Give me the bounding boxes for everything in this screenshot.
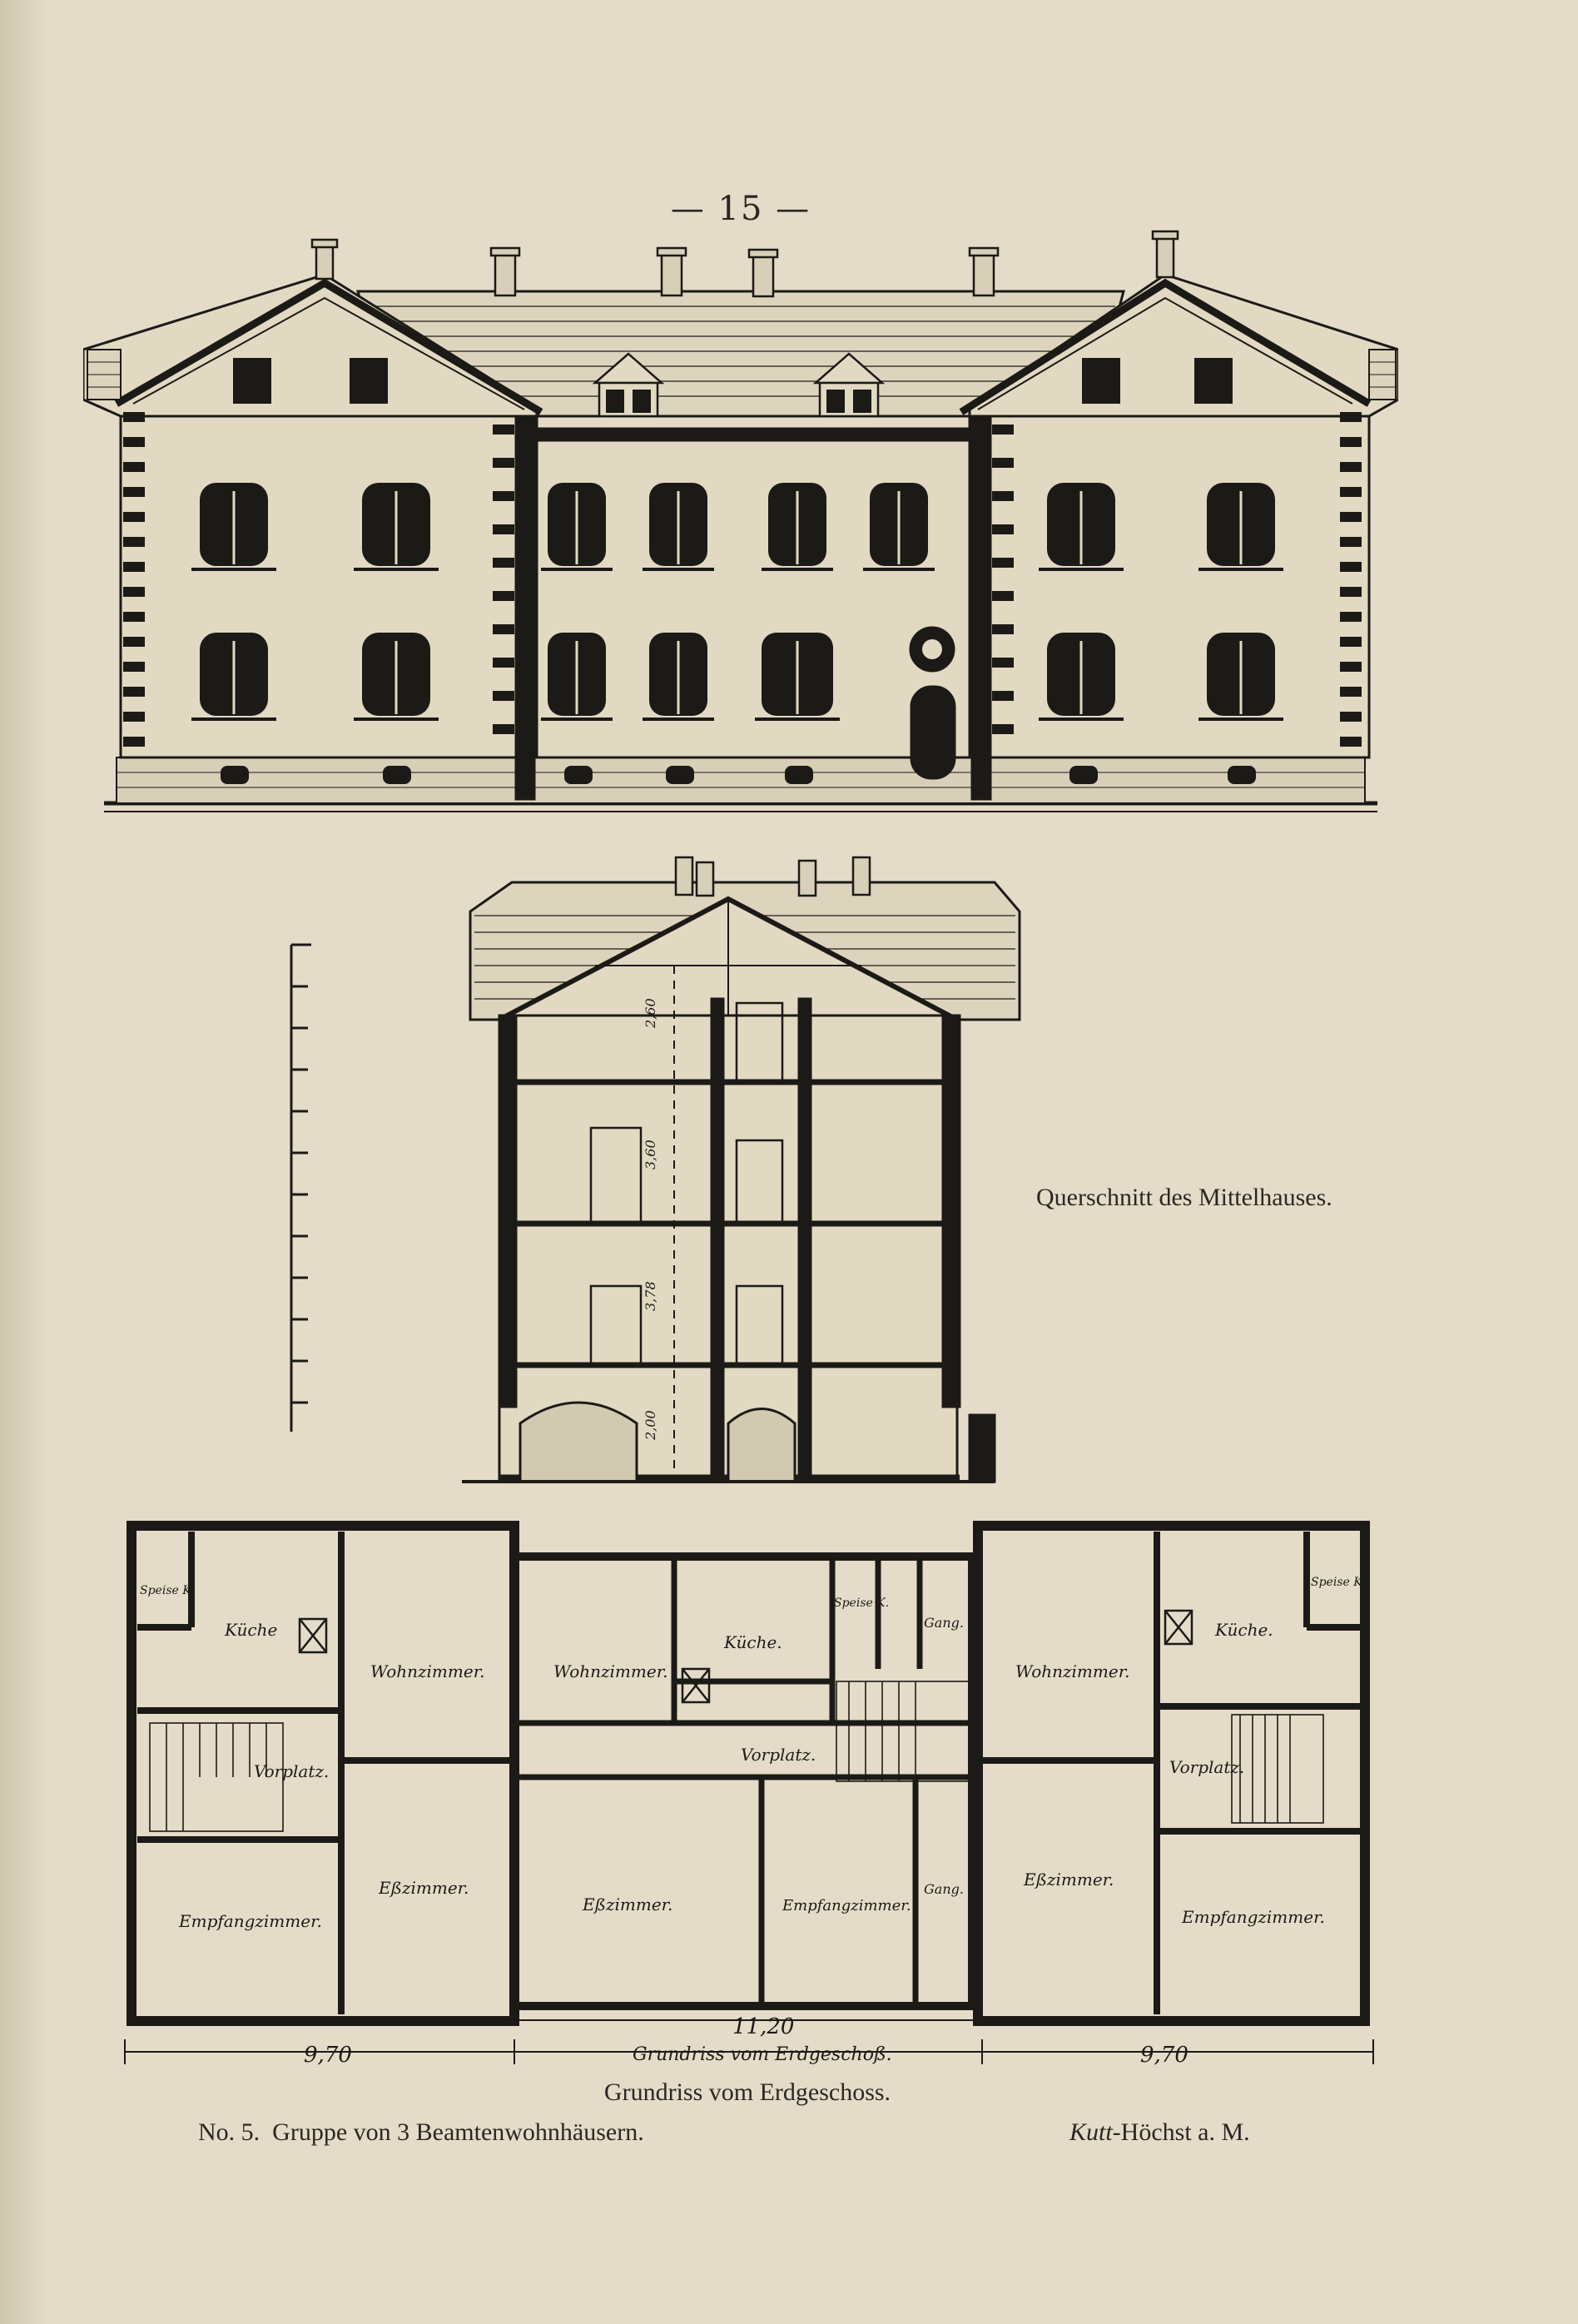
scale-bar xyxy=(290,943,311,1432)
floor-plan-drawing: Speise K. Küche Wohnzimmer. Vorplatz. Eß… xyxy=(124,1521,1374,2068)
room-kueche-left: Küche xyxy=(224,1620,277,1640)
section-dim-cellar: 2,00 xyxy=(643,1410,658,1441)
page-number: — 15 — xyxy=(670,190,811,228)
page-edge-shadow xyxy=(0,0,50,2324)
cross-section-drawing: 2,60 3,60 3,78 2,00 xyxy=(462,856,1021,1483)
section-dim-attic: 2,60 xyxy=(643,998,658,1029)
section-dim-ground: 3,78 xyxy=(643,1281,658,1311)
room-esszimmer-left: Eßzimmer. xyxy=(378,1878,469,1898)
room-gang-mid-bottom: Gang. xyxy=(924,1881,964,1897)
room-vorplatz-mid: Vorplatz. xyxy=(741,1745,816,1765)
figure-credit: Kutt-Höchst a. M. xyxy=(1069,2118,1250,2147)
room-speise-right: Speise K. xyxy=(1311,1576,1366,1589)
plan-dim-left: 9,70 xyxy=(304,2043,352,2068)
room-empfang-mid: Empfangzimmer. xyxy=(782,1897,911,1914)
plan-handwritten-title: Grundriss vom Erdgeschoß. xyxy=(633,2044,892,2065)
room-esszimmer-right: Eßzimmer. xyxy=(1023,1870,1114,1889)
room-kueche-right: Küche. xyxy=(1214,1620,1273,1640)
room-gang-mid-top: Gang. xyxy=(924,1615,964,1631)
room-vorplatz-right: Vorplatz. xyxy=(1169,1757,1244,1777)
plan-title: Grundriss vom Erdgeschoss. xyxy=(603,2078,891,2106)
room-wohnzimmer-mid: Wohnzimmer. xyxy=(553,1661,667,1681)
room-speise-mid: Speise K. xyxy=(834,1597,889,1610)
figure-caption: No. 5. Gruppe von 3 Beamtenwohnhäusern. xyxy=(198,2118,644,2146)
section-dim-upper: 3,60 xyxy=(643,1140,658,1169)
room-empfang-right: Empfangzimmer. xyxy=(1181,1907,1325,1927)
room-vorplatz-left: Vorplatz. xyxy=(254,1761,329,1781)
room-speise-left: Speise K. xyxy=(140,1584,195,1597)
credit-name: Kutt- xyxy=(1069,2118,1121,2146)
room-kueche-mid: Küche. xyxy=(723,1632,782,1652)
plan-dim-right: 9,70 xyxy=(1140,2043,1188,2068)
facade-elevation-drawing xyxy=(83,230,1398,812)
section-title: Querschnitt des Mittelhauses. xyxy=(1036,1184,1332,1211)
room-empfang-left: Empfangzimmer. xyxy=(178,1911,322,1931)
plan-dim-middle: 11,20 xyxy=(732,2014,794,2039)
room-esszimmer-mid: Eßzimmer. xyxy=(582,1894,672,1914)
credit-place: Höchst a. M. xyxy=(1120,2118,1250,2146)
room-wohnzimmer-left: Wohnzimmer. xyxy=(370,1661,484,1681)
room-wohnzimmer-right: Wohnzimmer. xyxy=(1015,1661,1129,1681)
